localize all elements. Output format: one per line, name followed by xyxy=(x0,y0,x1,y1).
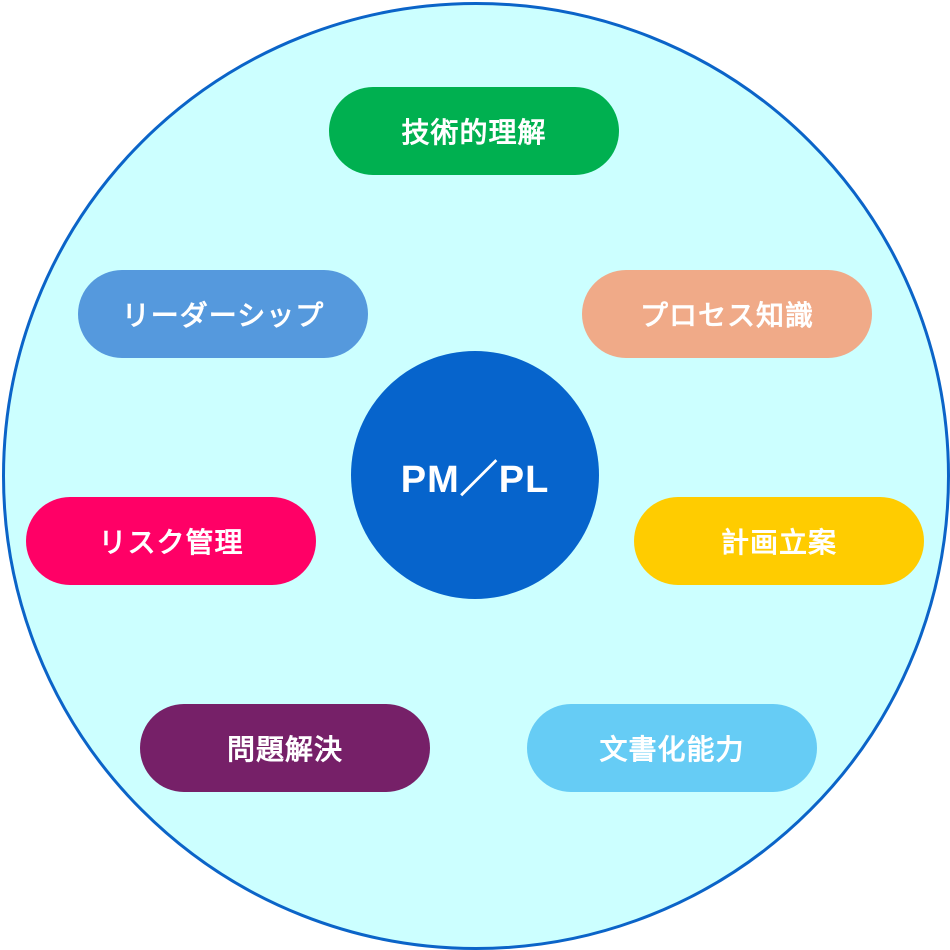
skill-leadership: リーダーシップ xyxy=(78,270,368,358)
skill-label: 技術的理解 xyxy=(401,116,547,149)
center-label: PM／PL xyxy=(400,458,550,501)
skill-planning: 計画立案 xyxy=(634,497,924,585)
skill-label: 文書化能力 xyxy=(599,733,745,766)
skill-label: プロセス知識 xyxy=(639,299,814,332)
skill-problem-solving: 問題解決 xyxy=(140,704,430,792)
center-circle: PM／PL xyxy=(351,351,599,599)
skill-technical-understanding: 技術的理解 xyxy=(329,87,619,175)
skill-documentation: 文書化能力 xyxy=(527,704,817,792)
skill-risk-management: リスク管理 xyxy=(26,497,316,585)
skill-process-knowledge: プロセス知識 xyxy=(582,270,872,358)
skill-label: 計画立案 xyxy=(720,526,837,559)
skill-label: リスク管理 xyxy=(98,526,244,559)
skill-label: 問題解決 xyxy=(226,733,343,766)
skill-label: リーダーシップ xyxy=(121,299,325,332)
